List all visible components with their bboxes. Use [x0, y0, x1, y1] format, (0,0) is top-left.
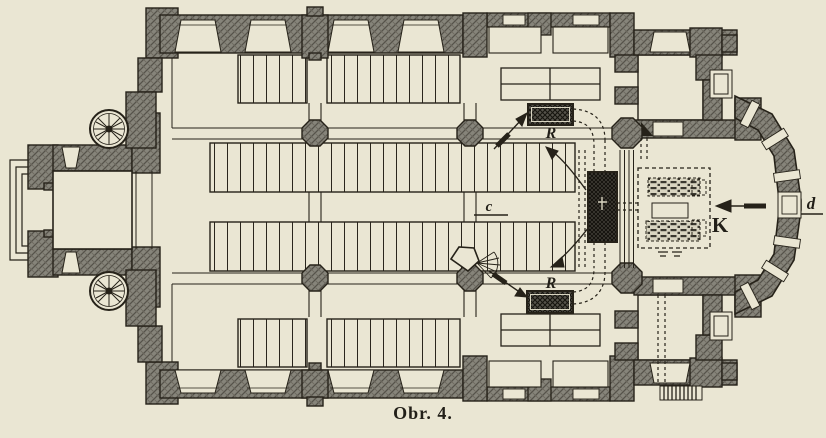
south-sacristy-room: [637, 294, 704, 361]
nave-column: [456, 264, 484, 292]
label-heater-k: K: [712, 213, 729, 237]
arcade-lines: [171, 53, 612, 370]
chancel-south-wall: [633, 276, 746, 296]
sacristy-door-swing: [641, 122, 653, 136]
entrance-steps: [9, 159, 30, 261]
columns: [301, 117, 643, 294]
label-east-entry: d: [807, 194, 816, 213]
heater-unit-k: [637, 167, 711, 257]
figure-caption: Obr. 4.: [393, 403, 453, 423]
tower-walls: [27, 7, 179, 405]
north-transept-benches: [500, 67, 601, 101]
south-buttress: [301, 362, 329, 407]
chancel-openings: [649, 31, 733, 384]
south-wall: [159, 362, 464, 407]
exterior-stair-south: [659, 385, 703, 401]
north-wall: [159, 6, 464, 61]
south-transept-wall: [462, 355, 635, 402]
arrow-into-north-pews: [545, 146, 587, 191]
label-radiator-south: R: [545, 275, 557, 292]
plan-labels: R R c K d: [474, 125, 823, 292]
pulpit: [449, 246, 501, 279]
north-aisle-pews-east: [326, 54, 461, 104]
nave-column: [456, 119, 484, 147]
north-radiator: [527, 103, 574, 126]
nave-pews-south: [209, 221, 576, 272]
arrow-east-entry: [714, 199, 766, 213]
south-radiator: [526, 290, 574, 314]
rooms: [637, 54, 704, 361]
north-windows: [174, 19, 445, 53]
west-tower: [9, 7, 179, 405]
flow-arrows: [488, 111, 766, 298]
tower-arch-opening: [135, 171, 153, 249]
label-radiator-north: R: [545, 125, 557, 142]
north-aisle-pews-west: [237, 54, 308, 104]
spiral-stair-north: [89, 109, 129, 149]
tower-windows: [61, 146, 81, 274]
duct-lines: [572, 108, 666, 385]
south-aisle-pews-east: [326, 318, 461, 368]
arrow-to-north-radiator: [493, 111, 528, 150]
label-center-aisle: c: [486, 199, 493, 215]
chancel-steps: [619, 150, 634, 268]
crossing-pier-south: [611, 262, 643, 294]
spiral-stair-south: [89, 271, 129, 311]
tower-vestibule: [52, 170, 133, 250]
apse: [734, 94, 802, 316]
furnace: [587, 171, 618, 243]
south-windows: [174, 369, 445, 394]
heating-system: [526, 103, 711, 385]
pew-blocks: [209, 54, 576, 368]
nave-pews-north: [209, 142, 576, 193]
south-transept-benches: [500, 313, 601, 347]
north-sacristy-room: [637, 54, 704, 121]
arrow-to-south-radiator: [488, 270, 529, 298]
nave-column: [301, 264, 329, 292]
north-buttress: [301, 6, 329, 61]
nave-column: [301, 119, 329, 147]
arrow-into-south-pews: [549, 226, 590, 268]
north-transept-wall: [462, 12, 635, 58]
south-aisle-pews-west: [237, 318, 308, 368]
apse-windows: [739, 99, 802, 311]
crossing-pier-north: [611, 117, 643, 149]
transept-benches: [500, 67, 601, 347]
